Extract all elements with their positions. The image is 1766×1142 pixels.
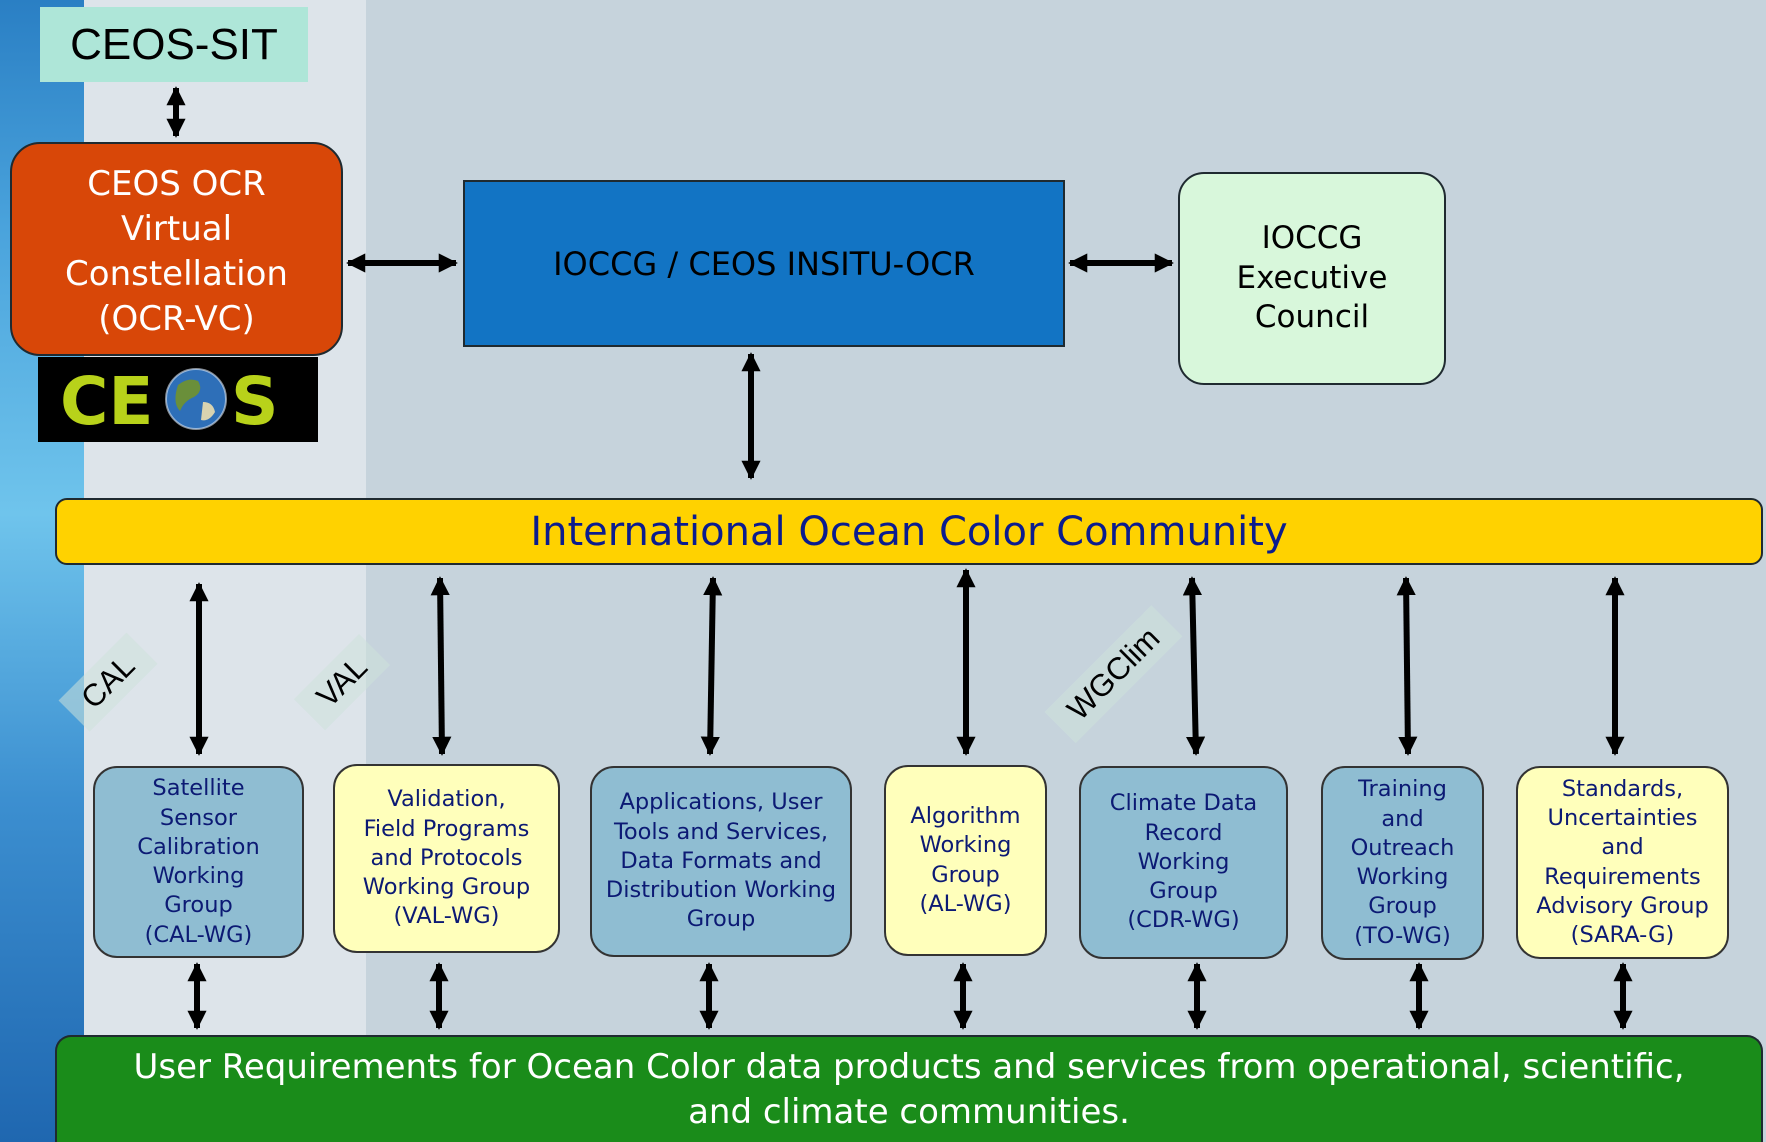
arrow-community-wg3 [700, 576, 723, 756]
wg-applications-label: Applications, User Tools and Services, D… [605, 789, 837, 933]
insitu-ocr-box: IOCCG / CEOS INSITU-OCR [463, 180, 1065, 347]
ceos-sit-box: CEOS-SIT [40, 7, 308, 82]
community-bar: International Ocean Color Community [55, 498, 1763, 565]
arrow-community-wg6 [1396, 576, 1418, 756]
wg-cdr-label: Climate Data Record Working Group (CDR-W… [1109, 790, 1258, 934]
wg-val-label: Validation, Field Programs and Protocols… [362, 786, 531, 930]
wg-training: Training and Outreach Working Group (TO-… [1321, 766, 1484, 960]
wg-applications: Applications, User Tools and Services, D… [590, 766, 852, 957]
insitu-ocr-label: IOCCG / CEOS INSITU-OCR [553, 244, 975, 283]
wg-algorithm: Algorithm Working Group (AL-WG) [884, 765, 1047, 956]
ceos-logo-graphic: CE S [60, 363, 279, 440]
ocr-vc-label: CEOS OCR Virtual Constellation (OCR-VC) [65, 163, 288, 340]
executive-council-label: IOCCG Executive Council [1236, 220, 1388, 336]
wg-sara: Standards, Uncertainties and Requirement… [1516, 766, 1729, 959]
earth-globe-icon [165, 368, 227, 430]
wg-val: Validation, Field Programs and Protocols… [333, 764, 560, 953]
user-requirements-bar: User Requirements for Ocean Color data p… [55, 1035, 1763, 1142]
svg-text:CE: CE [60, 363, 154, 440]
wg-algorithm-label: Algorithm Working Group (AL-WG) [910, 803, 1021, 917]
wg-cdr: Climate Data Record Working Group (CDR-W… [1079, 766, 1288, 959]
wg-cal: Satellite Sensor Calibration Working Gro… [93, 766, 304, 958]
arrow-community-wg5 [1182, 576, 1206, 756]
ceos-logo: CE S [38, 357, 318, 442]
wg-cal-label: Satellite Sensor Calibration Working Gro… [137, 775, 260, 948]
arrow-community-wg2 [430, 576, 452, 756]
wg-sara-label: Standards, Uncertainties and Requirement… [1536, 775, 1709, 948]
svg-text:S: S [231, 363, 279, 440]
wg-training-label: Training and Outreach Working Group (TO-… [1350, 776, 1455, 949]
ceos-sit-label: CEOS-SIT [70, 19, 278, 69]
ocr-vc-box: CEOS OCR Virtual Constellation (OCR-VC) [10, 142, 343, 356]
executive-council-box: IOCCG Executive Council [1178, 172, 1446, 385]
user-requirements-label: User Requirements for Ocean Color data p… [133, 1047, 1685, 1132]
community-label: International Ocean Color Community [530, 508, 1288, 555]
